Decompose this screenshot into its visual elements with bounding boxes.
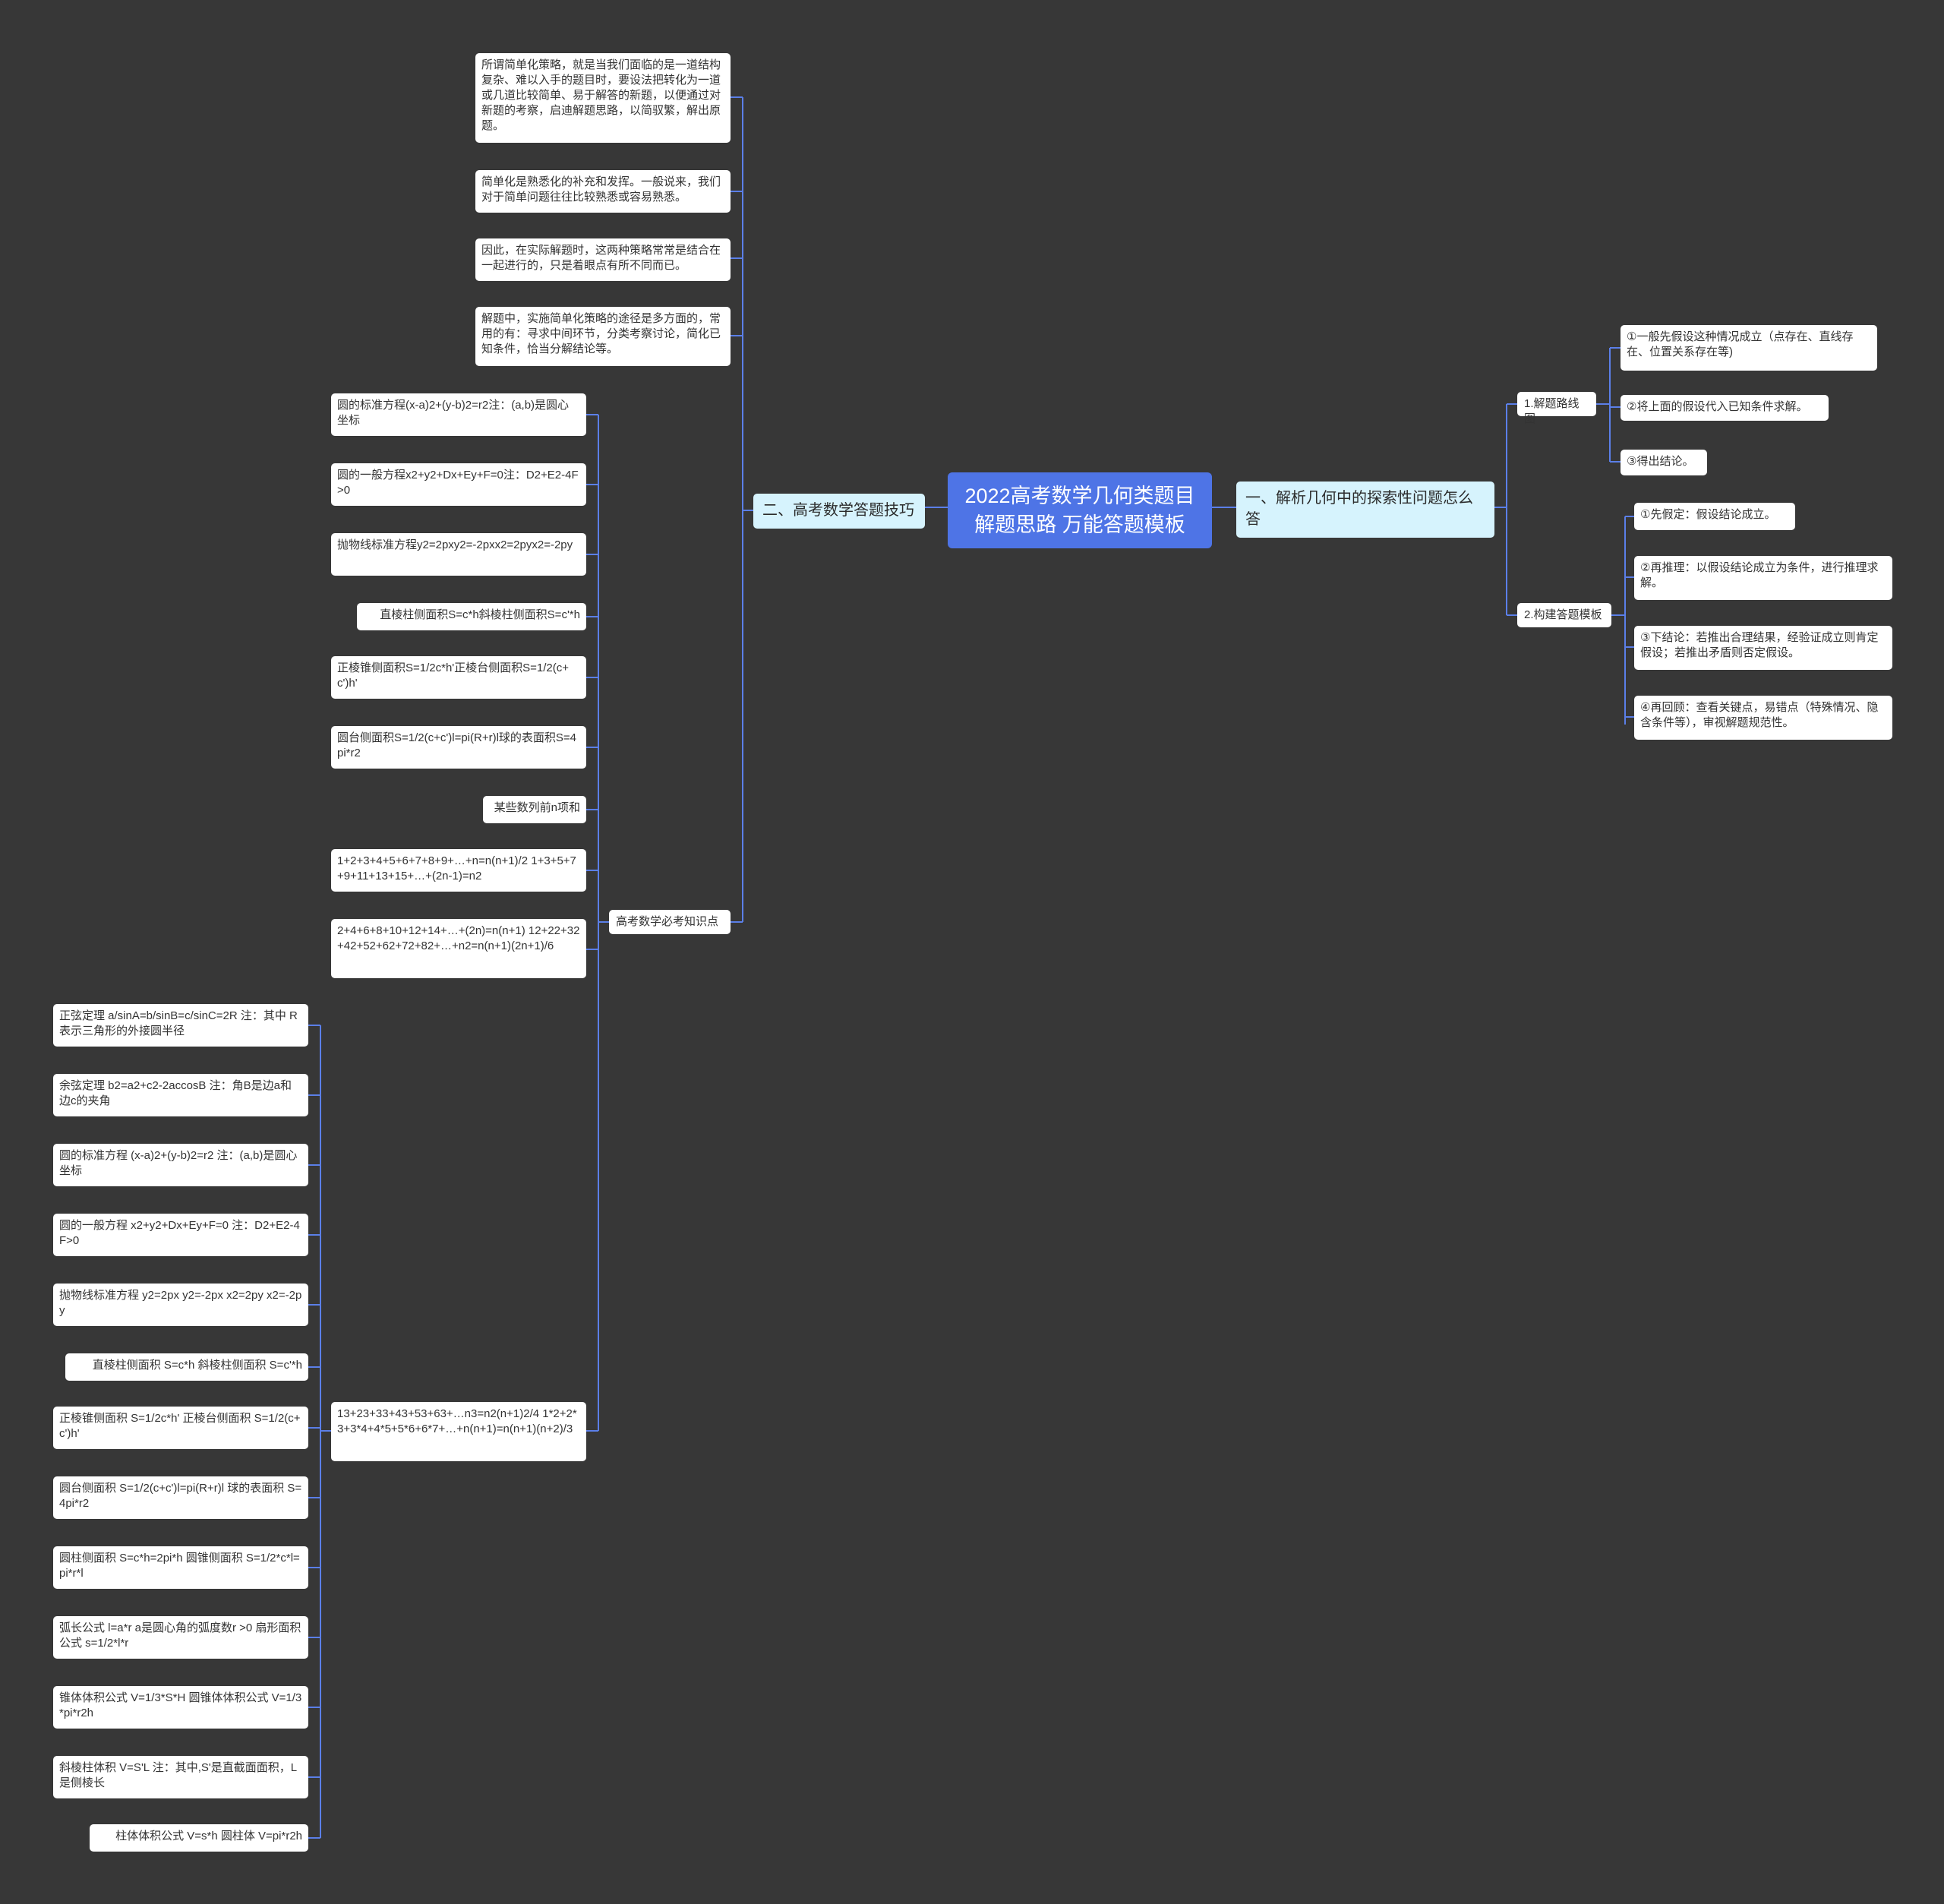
intro-note[interactable]: 解题中，实施简单化策略的途径是多方面的，常用的有：寻求中间环节，分类考察讨论，简…	[475, 307, 731, 366]
subtopic-label: 2.构建答题模板	[1524, 608, 1602, 621]
intro-note[interactable]: 所谓简单化策略，就是当我们面临的是一道结构复杂、难以入手的题目时，要设法把转化为…	[475, 53, 731, 143]
formula-item[interactable]: 圆的一般方程 x2+y2+Dx+Ey+F=0 注：D2+E2-4F>0	[53, 1214, 308, 1256]
formula-item[interactable]: 正棱锥侧面积 S=1/2c*h' 正棱台侧面积 S=1/2(c+c')h'	[53, 1407, 308, 1449]
item-text: ③下结论：若推出合理结果，经验证成立则肯定假设；若推出矛盾则否定假设。	[1640, 631, 1879, 659]
item-text: ①先假定：假设结论成立。	[1640, 508, 1776, 521]
template-item[interactable]: ③下结论：若推出合理结果，经验证成立则肯定假设；若推出矛盾则否定假设。	[1634, 626, 1892, 670]
formula-item[interactable]: 圆台侧面积 S=1/2(c+c')l=pi(R+r)l 球的表面积 S=4pi*…	[53, 1476, 308, 1519]
root-title: 2022高考数学几何类题目解题思路 万能答题模板	[964, 485, 1195, 536]
subtopic-label: 1.解题路线图	[1524, 397, 1580, 425]
knowledge-item[interactable]: 圆的标准方程(x-a)2+(y-b)2=r2注：(a,b)是圆心坐标	[331, 393, 586, 436]
item-text: 直棱柱侧面积S=c*h斜棱柱侧面积S=c'*h	[380, 608, 580, 621]
knowledge-item[interactable]: 圆台侧面积S=1/2(c+c')l=pi(R+r)l球的表面积S=4pi*r2	[331, 726, 586, 769]
item-text: 正棱锥侧面积S=1/2c*h'正棱台侧面积S=1/2(c+c')h'	[337, 662, 570, 690]
item-text: 斜棱柱体积 V=S'L 注：其中,S'是直截面面积，L是侧棱长	[59, 1761, 298, 1789]
item-text: 圆台侧面积S=1/2(c+c')l=pi(R+r)l球的表面积S=4pi*r2	[337, 731, 577, 759]
subtopic-answer-template[interactable]: 2.构建答题模板	[1517, 603, 1611, 627]
item-text: ①一般先假设这种情况成立（点存在、直线存在、位置关系存在等)	[1627, 330, 1854, 358]
note-text: 因此，在实际解题时，这两种策略常常是结合在一起进行的，只是着眼点有所不同而已。	[481, 244, 721, 272]
subtopic-label: 高考数学必考知识点	[616, 915, 719, 928]
item-text: 弧长公式 l=a*r a是圆心角的弧度数r >0 扇形面积公式 s=1/2*l*…	[59, 1621, 301, 1650]
template-item[interactable]: ①先假定：假设结论成立。	[1634, 503, 1795, 530]
formula-item[interactable]: 弧长公式 l=a*r a是圆心角的弧度数r >0 扇形面积公式 s=1/2*l*…	[53, 1616, 308, 1659]
template-item[interactable]: ②再推理：以假设结论成立为条件，进行推理求解。	[1634, 556, 1892, 600]
branch-title: 二、高考数学答题技巧	[762, 502, 914, 519]
knowledge-item[interactable]: 1+2+3+4+5+6+7+8+9+…+n=n(n+1)/2 1+3+5+7+9…	[331, 849, 586, 892]
formula-item[interactable]: 圆柱侧面积 S=c*h=2pi*h 圆锥侧面积 S=1/2*c*l=pi*r*l	[53, 1546, 308, 1589]
item-text: ②再推理：以假设结论成立为条件，进行推理求解。	[1640, 561, 1879, 589]
sum-of-cubes-node[interactable]: 13+23+33+43+53+63+…n3=n2(n+1)2/4 1*2+2*3…	[331, 1402, 586, 1461]
item-text: 圆台侧面积 S=1/2(c+c')l=pi(R+r)l 球的表面积 S=4pi*…	[59, 1482, 302, 1510]
item-text: 圆的标准方程(x-a)2+(y-b)2=r2注：(a,b)是圆心坐标	[337, 399, 570, 427]
branch-title: 一、解析几何中的探索性问题怎么答	[1245, 490, 1473, 528]
formula-item[interactable]: 锥体体积公式 V=1/3*S*H 圆锥体体积公式 V=1/3*pi*r2h	[53, 1686, 308, 1729]
knowledge-item[interactable]: 圆的一般方程x2+y2+Dx+Ey+F=0注：D2+E2-4F>0	[331, 463, 586, 506]
route-item[interactable]: ①一般先假设这种情况成立（点存在、直线存在、位置关系存在等)	[1621, 325, 1877, 371]
knowledge-item[interactable]: 某些数列前n项和	[483, 796, 586, 823]
formula-item[interactable]: 圆的标准方程 (x-a)2+(y-b)2=r2 注：(a,b)是圆心坐标	[53, 1144, 308, 1186]
template-item[interactable]: ④再回顾：查看关键点，易错点（特殊情况、隐含条件等），审视解题规范性。	[1634, 696, 1892, 740]
item-text: ④再回顾：查看关键点，易错点（特殊情况、隐含条件等），审视解题规范性。	[1640, 701, 1879, 729]
item-text: ②将上面的假设代入已知条件求解。	[1627, 400, 1808, 413]
subtopic-must-know-points[interactable]: 高考数学必考知识点	[609, 910, 731, 934]
note-text: 所谓简单化策略，就是当我们面临的是一道结构复杂、难以入手的题目时，要设法把转化为…	[481, 58, 721, 132]
item-text: 抛物线标准方程 y2=2px y2=-2px x2=2py x2=-2py	[59, 1289, 302, 1317]
formula-item[interactable]: 余弦定理 b2=a2+c2-2accosB 注：角B是边a和边c的夹角	[53, 1074, 308, 1116]
item-text: 余弦定理 b2=a2+c2-2accosB 注：角B是边a和边c的夹角	[59, 1079, 292, 1107]
item-text: 圆的一般方程 x2+y2+Dx+Ey+F=0 注：D2+E2-4F>0	[59, 1219, 300, 1247]
knowledge-item[interactable]: 抛物线标准方程y2=2pxy2=-2pxx2=2pyx2=-2py	[331, 533, 586, 576]
branch-exam-tips[interactable]: 二、高考数学答题技巧	[753, 494, 925, 529]
item-text: 13+23+33+43+53+63+…n3=n2(n+1)2/4 1*2+2*3…	[337, 1407, 577, 1435]
knowledge-item[interactable]: 直棱柱侧面积S=c*h斜棱柱侧面积S=c'*h	[357, 603, 586, 630]
subtopic-solution-route[interactable]: 1.解题路线图	[1517, 392, 1596, 425]
knowledge-item[interactable]: 2+4+6+8+10+12+14+…+(2n)=n(n+1) 12+22+32+…	[331, 919, 586, 978]
branch-exploratory-problems[interactable]: 一、解析几何中的探索性问题怎么答	[1236, 482, 1494, 538]
item-text: 1+2+3+4+5+6+7+8+9+…+n=n(n+1)/2 1+3+5+7+9…	[337, 854, 576, 883]
note-text: 简单化是熟悉化的补充和发挥。一般说来，我们对于简单问题往往比较熟悉或容易熟悉。	[481, 175, 721, 204]
item-text: ③得出结论。	[1627, 455, 1694, 468]
item-text: 柱体体积公式 V=s*h 圆柱体 V=pi*r2h	[115, 1830, 302, 1842]
item-text: 正棱锥侧面积 S=1/2c*h' 正棱台侧面积 S=1/2(c+c')h'	[59, 1412, 301, 1440]
item-text: 2+4+6+8+10+12+14+…+(2n)=n(n+1) 12+22+32+…	[337, 924, 580, 952]
item-text: 直棱柱侧面积 S=c*h 斜棱柱侧面积 S=c'*h	[92, 1359, 302, 1372]
item-text: 圆的标准方程 (x-a)2+(y-b)2=r2 注：(a,b)是圆心坐标	[59, 1149, 298, 1177]
route-item[interactable]: ②将上面的假设代入已知条件求解。	[1621, 395, 1829, 421]
formula-item[interactable]: 斜棱柱体积 V=S'L 注：其中,S'是直截面面积，L是侧棱长	[53, 1756, 308, 1798]
item-text: 圆柱侧面积 S=c*h=2pi*h 圆锥侧面积 S=1/2*c*l=pi*r*l	[59, 1552, 300, 1580]
item-text: 锥体体积公式 V=1/3*S*H 圆锥体体积公式 V=1/3*pi*r2h	[59, 1691, 302, 1719]
intro-note[interactable]: 因此，在实际解题时，这两种策略常常是结合在一起进行的，只是着眼点有所不同而已。	[475, 238, 731, 281]
item-text: 抛物线标准方程y2=2pxy2=-2pxx2=2pyx2=-2py	[337, 538, 573, 551]
formula-item[interactable]: 抛物线标准方程 y2=2px y2=-2px x2=2py x2=-2py	[53, 1284, 308, 1326]
root-topic[interactable]: 2022高考数学几何类题目解题思路 万能答题模板	[948, 472, 1212, 548]
item-text: 某些数列前n项和	[494, 801, 580, 814]
knowledge-item[interactable]: 正棱锥侧面积S=1/2c*h'正棱台侧面积S=1/2(c+c')h'	[331, 656, 586, 699]
note-text: 解题中，实施简单化策略的途径是多方面的，常用的有：寻求中间环节，分类考察讨论，简…	[481, 312, 721, 355]
formula-item[interactable]: 正弦定理 a/sinA=b/sinB=c/sinC=2R 注：其中 R 表示三角…	[53, 1004, 308, 1047]
formula-item[interactable]: 柱体体积公式 V=s*h 圆柱体 V=pi*r2h	[90, 1824, 308, 1852]
item-text: 圆的一般方程x2+y2+Dx+Ey+F=0注：D2+E2-4F>0	[337, 469, 579, 497]
formula-item[interactable]: 直棱柱侧面积 S=c*h 斜棱柱侧面积 S=c'*h	[65, 1353, 308, 1381]
intro-note[interactable]: 简单化是熟悉化的补充和发挥。一般说来，我们对于简单问题往往比较熟悉或容易熟悉。	[475, 170, 731, 213]
route-item[interactable]: ③得出结论。	[1621, 450, 1707, 475]
item-text: 正弦定理 a/sinA=b/sinB=c/sinC=2R 注：其中 R 表示三角…	[59, 1009, 298, 1037]
